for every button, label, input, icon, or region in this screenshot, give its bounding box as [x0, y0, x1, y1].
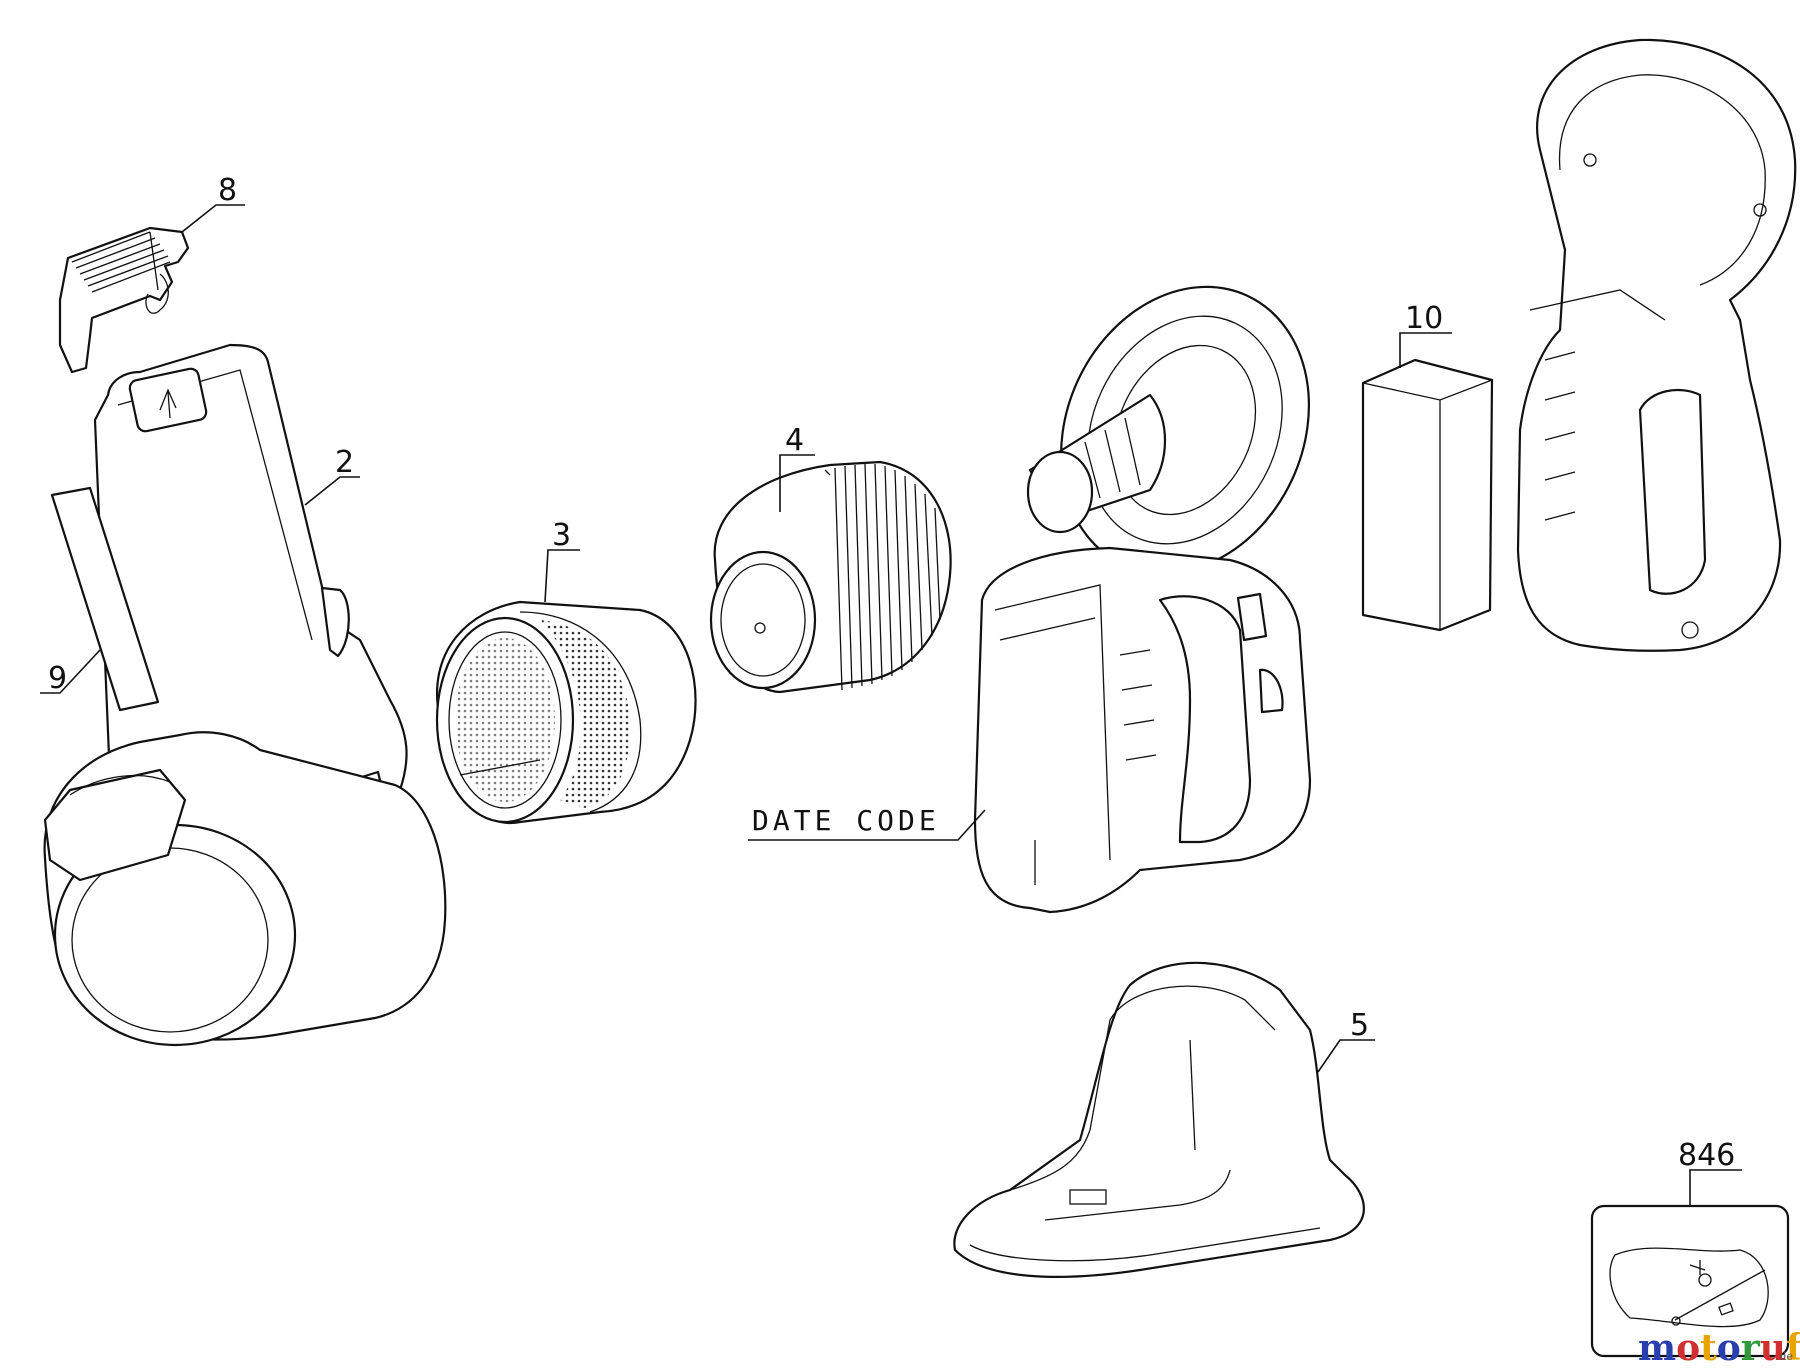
callout-2: 2: [335, 445, 354, 480]
part-2-cylinder-drawing: [43, 731, 447, 1047]
watermark-suffix: .de: [1776, 1350, 1793, 1363]
part-10-foam-drawing: [1361, 358, 1494, 632]
watermark-letter: u: [1760, 1327, 1786, 1369]
leader-line-date-code: [748, 809, 986, 841]
callout-4: 4: [785, 423, 804, 458]
leader-line-9: [40, 649, 101, 694]
watermark-letter: o: [1676, 1327, 1700, 1369]
leader-line-5: [1317, 1039, 1375, 1073]
watermark-letter: m: [1638, 1327, 1676, 1369]
motoruf-watermark: motoruf .de: [1638, 1327, 1800, 1369]
leader-line-10: [1399, 332, 1452, 368]
callout-labels: 8 2 3 4 9 10 5 846 DATE CODE: [48, 173, 1735, 1173]
watermark-letter: t: [1700, 1327, 1717, 1369]
part-3-mesh-filter-drawing: [435, 600, 697, 825]
leader-lines: [40, 204, 1742, 1206]
callout-846: 846: [1678, 1138, 1735, 1173]
watermark-letter: f: [1786, 1327, 1800, 1369]
callout-5: 5: [1350, 1008, 1369, 1043]
main-handle-body-drawing: [973, 546, 1312, 914]
part-8-latch-drawing: [58, 226, 190, 374]
callout-3: 3: [552, 518, 571, 553]
watermark-letter: o: [1717, 1327, 1741, 1369]
part-4-cartridge-filter-drawing: [709, 460, 952, 694]
watermark-letter: r: [1741, 1327, 1761, 1369]
part-5-charging-base-drawing: [953, 961, 1365, 1278]
callout-10: 10: [1405, 301, 1443, 336]
callout-8: 8: [218, 173, 237, 208]
leader-line-3: [544, 549, 580, 603]
leader-line-846: [1689, 1169, 1742, 1206]
date-code-label: DATE CODE: [752, 804, 940, 837]
leader-line-4: [779, 454, 815, 512]
part-9-pad-drawing: [50, 486, 160, 712]
svg-text:motoruf: motoruf: [1638, 1327, 1800, 1369]
motor-assembly-drawing: [1026, 285, 1310, 575]
callout-9: 9: [48, 661, 67, 696]
leader-line-2: [304, 476, 360, 506]
leader-line-8: [181, 204, 245, 233]
side-cover-drawing: [1516, 38, 1797, 652]
